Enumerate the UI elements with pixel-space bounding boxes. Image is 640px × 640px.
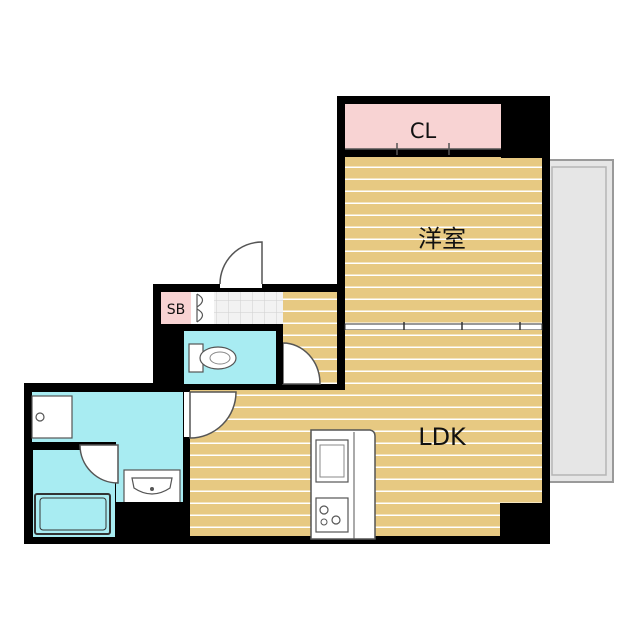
kitchen-counter xyxy=(310,429,376,540)
bathroom-door xyxy=(79,444,119,484)
entrance-door xyxy=(219,241,263,288)
entrance xyxy=(214,292,283,324)
bedroom-label: 洋室 xyxy=(418,225,466,253)
bedroom: 洋室 xyxy=(345,157,542,324)
ldk-label: LDK xyxy=(418,423,467,451)
shoe-box-label: SB xyxy=(167,302,186,318)
pillars xyxy=(116,96,550,544)
toilet-room xyxy=(184,331,277,384)
kitchen-sink xyxy=(315,439,349,483)
balcony xyxy=(544,159,614,483)
stove xyxy=(315,497,349,533)
toilet-door xyxy=(282,342,321,385)
washroom-door xyxy=(184,391,237,439)
toilet-bowl xyxy=(199,346,237,370)
closet: CL xyxy=(345,104,501,155)
washing-machine-space xyxy=(31,395,73,439)
shoe-box: SB xyxy=(161,292,214,324)
closet-label: CL xyxy=(410,119,437,143)
